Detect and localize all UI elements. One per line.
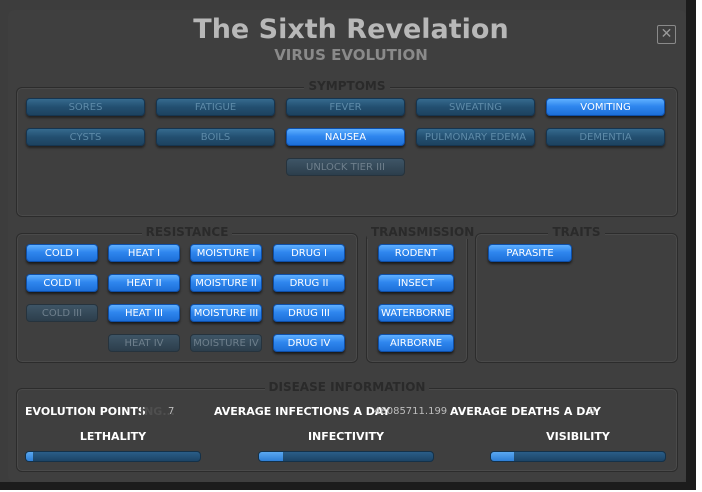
evolution-points-value: 7 — [168, 406, 175, 417]
avg-infections-label: AVERAGE INFECTIONS A DAY — [214, 405, 391, 418]
symptom-fever-button[interactable]: FEVER — [286, 98, 405, 116]
game-title: The Sixth Revelation — [193, 14, 509, 45]
avg-infections-value: 48085711.1993 — [374, 406, 448, 417]
resistance-drug-i-button[interactable]: DRUG I — [273, 244, 345, 262]
avg-deaths-label: AVERAGE DEATHS A DAY — [450, 405, 601, 418]
visibility-label: VISIBILITY — [546, 430, 610, 443]
disease-info-label: DISEASE INFORMATION — [264, 380, 430, 394]
evolution-points-label: EVOLUTION POINTS — [25, 405, 146, 418]
screen-subtitle: VIRUS EVOLUTION — [274, 46, 428, 64]
traits-panel: TRAITS — [475, 225, 678, 363]
visibility-bar-fill — [491, 452, 514, 461]
transmission-waterborne-button[interactable]: WATERBORNE — [378, 304, 454, 322]
traits-label: TRAITS — [548, 225, 605, 239]
transmission-insect-button[interactable]: INSECT — [378, 274, 454, 292]
resistance-drug-ii-button[interactable]: DRUG II — [273, 274, 345, 292]
trait-parasite-button[interactable]: PARASITE — [488, 244, 572, 262]
symptoms-panel: SYMPTOMS — [16, 79, 678, 217]
resistance-heat-i-button[interactable]: HEAT I — [108, 244, 180, 262]
evolution-points-ghost-text: ING... — [140, 405, 175, 418]
symptom-dementia-button[interactable]: DEMENTIA — [546, 128, 665, 146]
visibility-bar — [490, 451, 666, 462]
lethality-bar — [25, 451, 201, 462]
resistance-cold-ii-button[interactable]: COLD II — [26, 274, 98, 292]
symptom-sores-button[interactable]: SORES — [26, 98, 145, 116]
lethality-bar-fill — [26, 452, 33, 461]
resistance-drug-iv-button[interactable]: DRUG IV — [273, 334, 345, 352]
transmission-label: TRANSMISSION — [367, 225, 479, 239]
symptom-vomiting-button[interactable]: VOMITING — [546, 98, 665, 116]
resistance-moisture-i-button[interactable]: MOISTURE I — [190, 244, 262, 262]
symptom-nausea-button[interactable]: NAUSEA — [286, 128, 405, 146]
symptom-pulmonary-edema-button[interactable]: PULMONARY EDEMA — [416, 128, 535, 146]
infectivity-bar — [258, 451, 434, 462]
resistance-label: RESISTANCE — [141, 225, 233, 239]
symptom-sweating-button[interactable]: SWEATING — [416, 98, 535, 116]
infectivity-bar-fill — [259, 452, 284, 461]
close-icon[interactable]: ✕ — [657, 25, 676, 44]
lethality-label: LETHALITY — [79, 430, 147, 443]
disease-info-panel: DISEASE INFORMATION — [16, 380, 678, 472]
resistance-moisture-iv-button[interactable]: MOISTURE IV — [190, 334, 262, 352]
transmission-rodent-button[interactable]: RODENT — [378, 244, 454, 262]
resistance-heat-iii-button[interactable]: HEAT III — [108, 304, 180, 322]
resistance-panel: RESISTANCE — [16, 225, 358, 363]
transmission-airborne-button[interactable]: AIRBORNE — [378, 334, 454, 352]
resistance-cold-iii-button[interactable]: COLD III — [26, 304, 98, 322]
resistance-heat-ii-button[interactable]: HEAT II — [108, 274, 180, 292]
resistance-moisture-ii-button[interactable]: MOISTURE II — [190, 274, 262, 292]
resistance-moisture-iii-button[interactable]: MOISTURE III — [190, 304, 262, 322]
symptom-cysts-button[interactable]: CYSTS — [26, 128, 145, 146]
resistance-drug-iii-button[interactable]: DRUG III — [273, 304, 345, 322]
avg-deaths-value: 0 — [589, 406, 596, 417]
unlock-tier-iii-button[interactable]: UNLOCK TIER III — [286, 158, 405, 176]
resistance-heat-iv-button[interactable]: HEAT IV — [108, 334, 180, 352]
transmission-panel: TRANSMISSION — [366, 225, 479, 363]
symptom-fatigue-button[interactable]: FATIGUE — [156, 98, 275, 116]
symptoms-label: SYMPTOMS — [304, 79, 390, 93]
symptom-boils-button[interactable]: BOILS — [156, 128, 275, 146]
resistance-cold-i-button[interactable]: COLD I — [26, 244, 98, 262]
infectivity-label: INFECTIVITY — [307, 430, 385, 443]
